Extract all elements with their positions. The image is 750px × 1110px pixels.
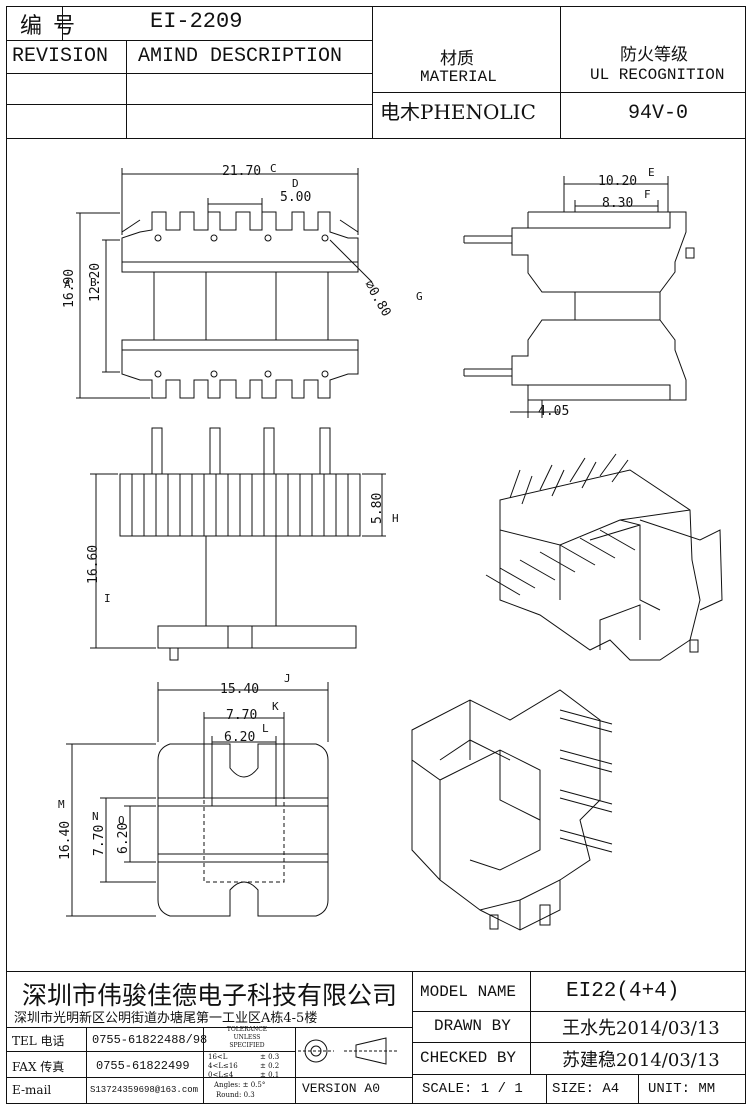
checked-label: CHECKED BY [420, 1049, 517, 1067]
company-address: 深圳市光明新区公明街道办塘尾第一工业区A栋4-5楼 [14, 1011, 318, 1026]
dim-7-70-b: 7.70 [92, 824, 107, 856]
model-label: MODEL NAME [420, 983, 517, 1001]
tol-row1-a: 16<L [208, 1053, 228, 1061]
amend-label: AMIND DESCRIPTION [138, 45, 343, 68]
dim-10-20: 10.20 [598, 174, 638, 189]
ul-en: UL RECOGNITION [590, 66, 725, 84]
tol-round: Round: 0.3 [216, 1091, 255, 1099]
dim-5-00: 5.00 [280, 190, 312, 205]
dim-tag-k: K [272, 700, 279, 713]
email-value: S13724359698@163.com [90, 1085, 199, 1095]
dim-tag-d: D [292, 177, 299, 190]
dim-tag-h: H [392, 512, 399, 525]
isometric-view-2 [411, 689, 613, 931]
dim-15-40: 15.40 [220, 682, 260, 697]
ul-value: 94V-0 [628, 102, 689, 125]
fax-label: FAX 传真 [12, 1060, 65, 1074]
tol-row2-b: ± 0.2 [260, 1062, 280, 1070]
checked-value: 苏建稳2014/03/13 [562, 1050, 720, 1071]
part-no-label: 编 号 [20, 14, 77, 39]
projection-symbol [298, 1037, 398, 1065]
dim-tag-o: O [118, 814, 125, 827]
dim-tag-n: N [92, 810, 99, 823]
drawn-value: 王水先2014/03/13 [562, 1018, 720, 1039]
tol-row2-a: 4<L≤16 [208, 1062, 238, 1070]
version: VERSION A0 [302, 1081, 381, 1096]
tel-label: TEL 电话 [12, 1034, 65, 1048]
tolerance-title: TOLERANCE UNLESS SPECIFIED [226, 1026, 268, 1049]
dim-tag-e: E [648, 166, 655, 179]
dim-tag-c: C [270, 162, 277, 175]
tol-row3-a: 0<L≤4 [208, 1071, 234, 1079]
scale: SCALE: 1 / 1 [422, 1081, 523, 1097]
top-view [76, 168, 373, 399]
dim-tag-m: M [58, 798, 65, 811]
bottom-view [66, 682, 329, 917]
ul-cn: 防火等级 [620, 45, 688, 65]
dim-16-60: 16.60 [86, 544, 101, 584]
material-value: 电木PHENOLIC [380, 100, 536, 124]
company-name: 深圳市伟骏佳德电子科技有限公司 [22, 981, 398, 1010]
tol-row3-b: ± 0.1 [260, 1071, 280, 1079]
dim-tag-l: L [262, 722, 269, 735]
dim-21-70: 21.70 [222, 164, 262, 179]
fax-value: 0755-61822499 [96, 1059, 190, 1073]
material-en: MATERIAL [420, 68, 497, 86]
dim-6-20-b: 6.20 [116, 822, 131, 854]
tol-row1-b: ± 0.3 [260, 1053, 280, 1061]
dim-tag-i: I [104, 592, 111, 605]
isometric-view-1 [485, 453, 723, 661]
unit: UNIT: MM [648, 1081, 716, 1097]
drawn-label: DRAWN BY [434, 1017, 511, 1035]
dim-16-40: 16.40 [58, 820, 73, 860]
dim-5-80: 5.80 [370, 492, 385, 524]
dim-6-20: 6.20 [224, 730, 256, 745]
revision-label: REVISION [12, 45, 109, 68]
elevation-view [90, 427, 386, 661]
model-value: EI22(4+4) [566, 980, 680, 1003]
email-label: E-mail [12, 1083, 52, 1097]
dim-tag-g: G [416, 290, 423, 303]
tel-value: 0755-61822488/98 [92, 1033, 208, 1047]
part-no: EI-2209 [150, 9, 243, 34]
dim-8-30: 8.30 [602, 196, 634, 211]
dim-tag-a: A [64, 278, 71, 291]
dim-tag-f: F [644, 188, 651, 201]
material-cn: 材质 [440, 49, 474, 69]
dim-7-70: 7.70 [226, 708, 258, 723]
size: SIZE: A4 [552, 1081, 620, 1097]
side-view [463, 176, 695, 418]
dim-tag-j: J [284, 672, 291, 685]
dim-tag-b: B [90, 276, 97, 289]
tol-angles: Angles: ± 0.5° [214, 1081, 266, 1089]
dim-4-05: 4.05 [538, 404, 570, 419]
